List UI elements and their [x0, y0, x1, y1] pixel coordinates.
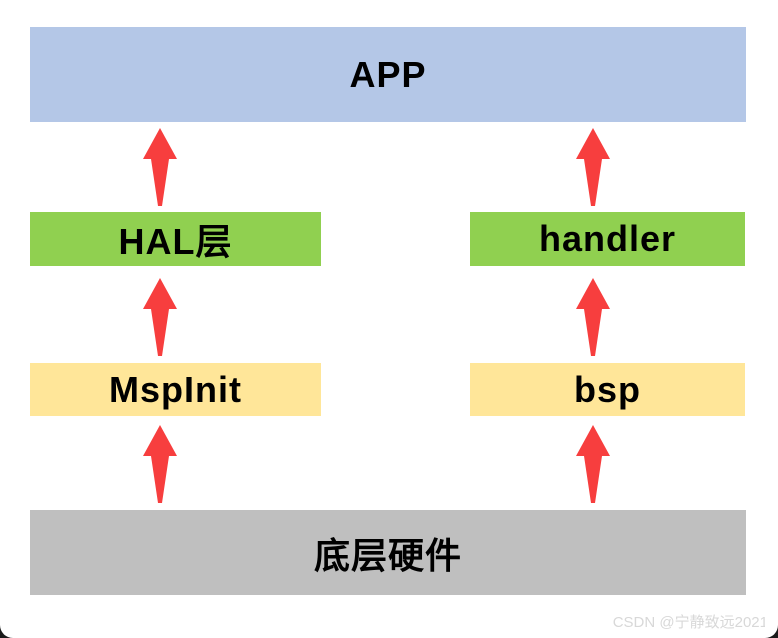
up-arrow-icon: [575, 128, 611, 206]
bsp-box: bsp: [470, 363, 745, 416]
hardware-layer-box: 底层硬件: [30, 510, 746, 595]
mspinit-label: MspInit: [109, 368, 242, 410]
screenshot-corner: [765, 625, 778, 638]
watermark: CSDN @宁静致远2021: [612, 614, 768, 631]
hal-layer-label: HAL层: [118, 221, 233, 262]
up-arrow-icon: [142, 278, 178, 356]
up-arrow-icon: [142, 425, 178, 503]
handler-box: handler: [470, 212, 745, 266]
bsp-label: bsp: [573, 368, 641, 410]
app-layer-label: APP: [349, 53, 427, 95]
mspinit-box: MspInit: [30, 363, 321, 416]
hal-layer-box: HAL层: [30, 212, 321, 266]
screenshot-corner: [0, 625, 13, 638]
app-layer-box: APP: [30, 27, 746, 122]
hardware-layer-label: 底层硬件: [313, 534, 462, 576]
up-arrow-icon: [142, 128, 178, 206]
handler-label: handler: [538, 218, 677, 259]
up-arrow-icon: [575, 278, 611, 356]
up-arrow-icon: [575, 425, 611, 503]
